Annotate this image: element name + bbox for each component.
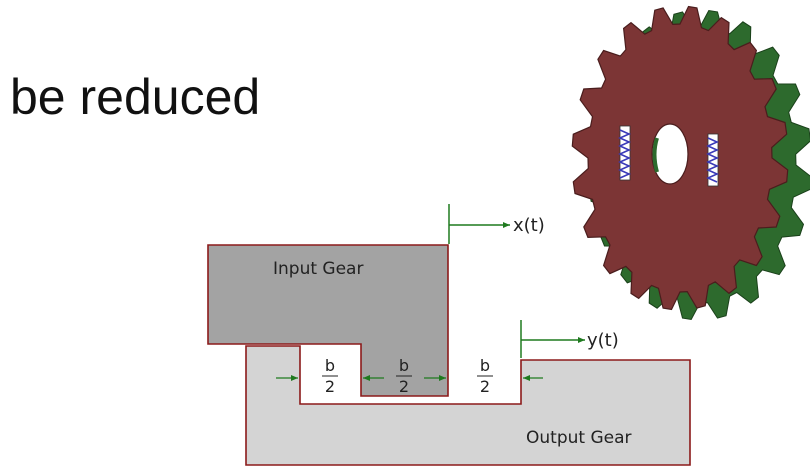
y-signal-label: y(t) xyxy=(587,330,619,351)
input-gear-label: Input Gear xyxy=(273,259,363,279)
output-gear-label: Output Gear xyxy=(526,428,632,448)
fraction-2-denominator: 2 xyxy=(399,377,409,396)
fraction-3-denominator: 2 xyxy=(480,377,490,396)
gear-hub-hole xyxy=(651,123,689,185)
fraction-3-numerator: b xyxy=(480,356,490,375)
fraction-1-denominator: 2 xyxy=(325,377,335,396)
input-gear-shape xyxy=(207,244,449,397)
output-gear-shape xyxy=(245,345,691,466)
headline-text: be reduced xyxy=(10,69,261,125)
fraction-gap-3: b 2 xyxy=(477,356,493,396)
gear-illustration xyxy=(571,5,810,321)
x-signal-label: x(t) xyxy=(513,215,545,236)
fraction-gap-2: b 2 xyxy=(396,356,412,396)
fraction-2-numerator: b xyxy=(399,356,409,375)
fraction-gap-1: b 2 xyxy=(322,356,338,396)
gear-slot-left xyxy=(619,125,631,181)
spring-right-icon xyxy=(706,137,719,183)
fraction-1-numerator: b xyxy=(325,356,335,375)
spring-left-icon xyxy=(618,129,631,179)
